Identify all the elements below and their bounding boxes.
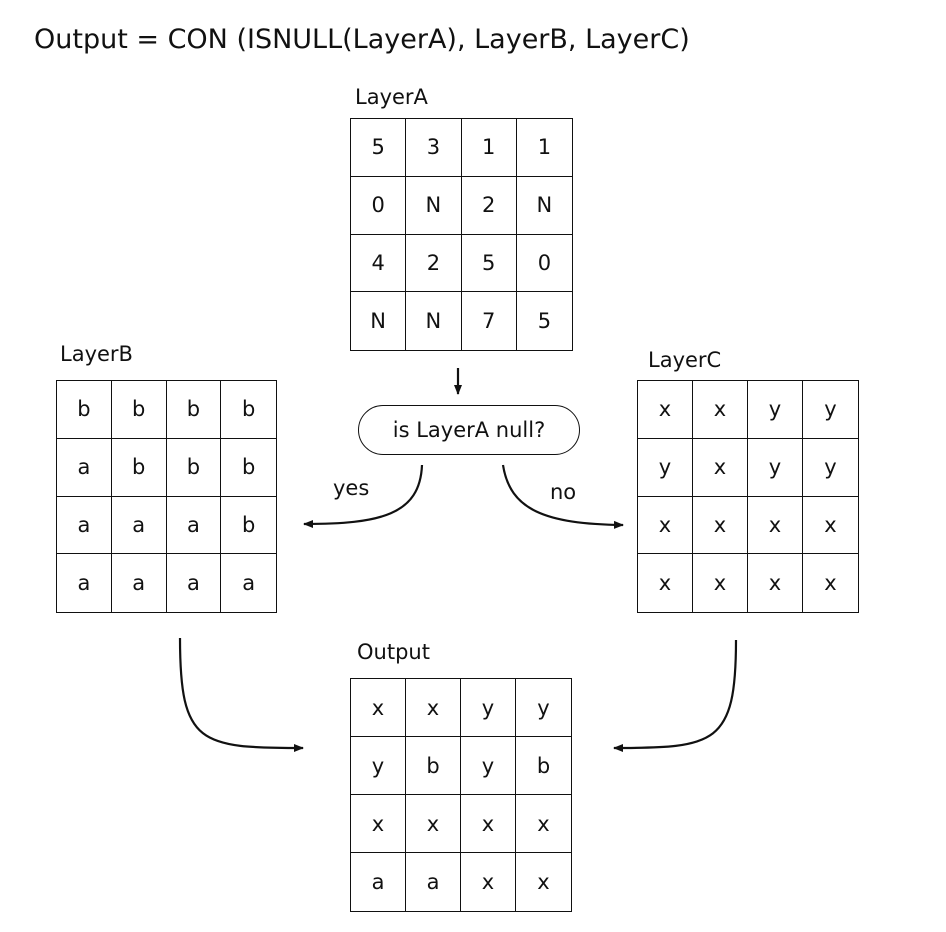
grid-cell: b — [221, 381, 276, 439]
grid-cell: b — [57, 381, 112, 439]
grid-cell: x — [693, 381, 748, 439]
layer-b-title: LayerB — [60, 342, 133, 366]
grid-cell: 1 — [516, 119, 572, 177]
formula-title: Output = CON (ISNULL(LayerA), LayerB, La… — [34, 24, 690, 55]
grid-cell: y — [638, 438, 693, 497]
no-label: no — [550, 480, 577, 504]
grid-cell: x — [693, 554, 748, 612]
decision-node: is LayerA null? — [358, 405, 580, 455]
grid-cell: 0 — [516, 235, 572, 293]
grid-cell: b — [221, 439, 276, 497]
grid-cell: a — [406, 853, 461, 911]
grid-cell: a — [166, 496, 222, 555]
grid-cell: x — [638, 381, 693, 439]
grid-cell: b — [166, 381, 222, 439]
grid-cell: 1 — [461, 119, 517, 177]
grid-cell: b — [406, 737, 461, 795]
grid-cell: 2 — [406, 234, 462, 293]
grid-cell: b — [516, 737, 571, 795]
grid-cell: a — [57, 438, 112, 497]
grid-cell: a — [57, 496, 112, 555]
grid-cell: x — [748, 554, 803, 612]
grid-cell: y — [803, 439, 858, 497]
grid-cell: a — [112, 554, 167, 612]
grid-cell: x — [803, 497, 858, 555]
grid-cell: 2 — [461, 176, 517, 235]
grid-cell: a — [167, 554, 222, 612]
grid-cell: N — [351, 292, 407, 350]
yes-label: yes — [333, 476, 370, 500]
grid-cell: N — [406, 292, 462, 350]
grid-cell: x — [638, 496, 693, 555]
grid-cell: y — [748, 438, 803, 497]
grid-cell: x — [693, 496, 748, 555]
grid-cell: x — [351, 795, 406, 853]
grid-cell: b — [111, 438, 167, 497]
grid-cell: 5 — [351, 119, 407, 177]
output-title: Output — [357, 640, 430, 664]
grid-cell: 5 — [537, 309, 552, 334]
grid-cell: x — [351, 679, 406, 737]
grid-cell: 3 — [406, 119, 462, 177]
layer-c-title: LayerC — [648, 348, 722, 372]
grid-cell: N — [516, 177, 572, 235]
grid-cell: x — [693, 438, 748, 497]
grid-cell: y — [461, 679, 516, 737]
grid-cell: 7 — [462, 292, 517, 350]
grid-cell: x — [461, 853, 516, 911]
arrow-layer-c-to-output — [613, 639, 738, 752]
grid-cell: a — [57, 554, 112, 612]
grid-cell: b — [166, 438, 222, 497]
grid-cell: x — [516, 795, 571, 853]
grid-cell: a — [242, 571, 256, 596]
grid-cell: y — [803, 381, 858, 439]
grid-cell: x — [461, 795, 516, 853]
grid-cell: x — [824, 571, 837, 596]
arrow-yes-to-layer-b — [303, 464, 424, 528]
arrow-layer-b-to-output — [178, 637, 304, 752]
grid-cell: y — [461, 737, 516, 795]
grid-cell: b — [111, 381, 167, 439]
grid-cell: x — [748, 496, 803, 555]
grid-cell: 0 — [351, 176, 407, 235]
grid-cell: x — [406, 679, 461, 737]
grid-cell: a — [351, 853, 406, 911]
grid-cell: x — [638, 554, 693, 612]
arrow-no-to-layer-c — [501, 464, 624, 529]
grid-cell: 4 — [351, 234, 407, 293]
grid-cell: a — [111, 496, 167, 555]
grid-cell: y — [516, 679, 571, 737]
grid-cell: y — [351, 737, 406, 795]
grid-cell: y — [748, 381, 803, 439]
grid-cell: N — [406, 176, 462, 235]
grid-cell: x — [537, 870, 550, 894]
grid-cell: b — [221, 497, 276, 555]
grid-cell: x — [406, 795, 461, 853]
layer-a-title: LayerA — [355, 85, 428, 109]
grid-cell: 5 — [461, 234, 517, 293]
